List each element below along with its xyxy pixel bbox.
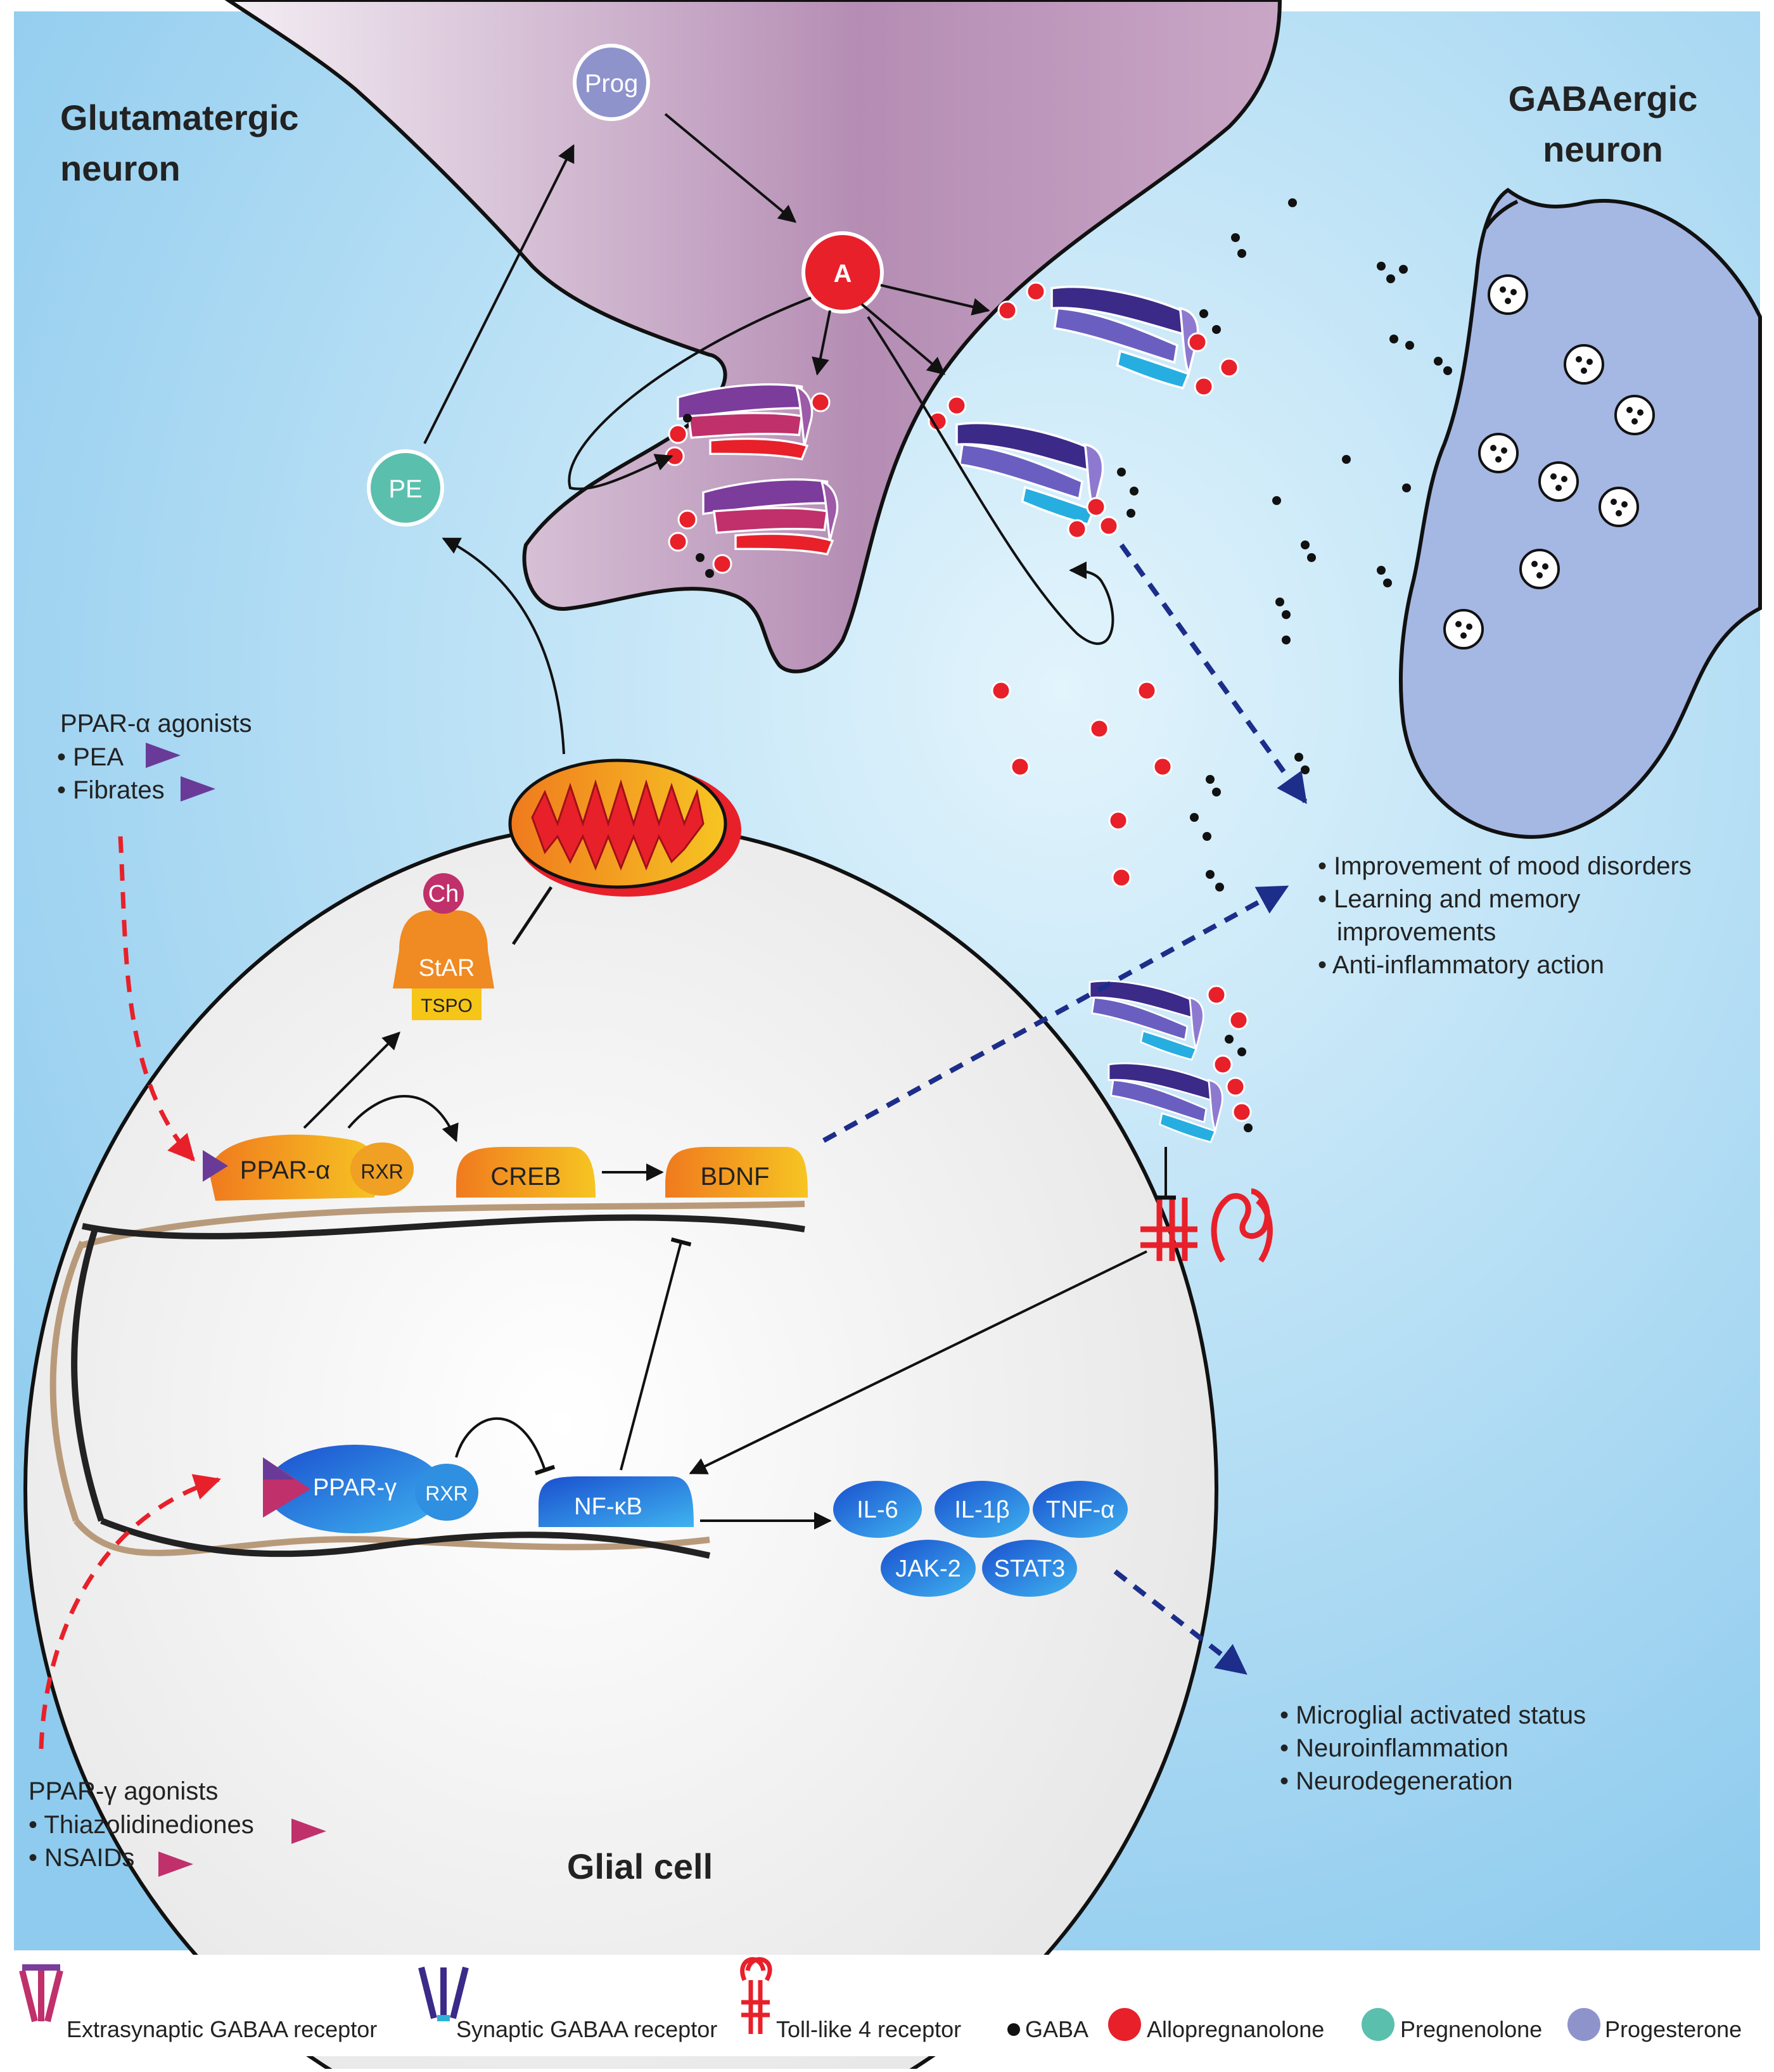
gabaergic-label-line2: neuron [1543,129,1663,169]
ppar-alpha-label: PPAR-α [240,1156,330,1184]
outcome-arrows [822,543,1308,1675]
pregnenolone-molecule [367,449,444,527]
jak2-label: JAK-2 [895,1556,960,1582]
glutamatergic-label-line1: Glutamatergic [60,98,299,137]
tlr4-receptor-icon [1140,1188,1273,1263]
pregnenolone-icon [1362,2008,1394,2041]
gabaergic-neuron-body [1398,188,1762,839]
ppar-alpha-agonist-1: • Fibrates [57,776,165,804]
ppar-alpha-agonist-0: • PEA [57,743,124,771]
positive-outcome-2: improvements [1337,918,1496,946]
ppar-gamma-agonists-title: PPAR-γ agonists [29,1777,218,1805]
creb-label: CREB [490,1163,561,1191]
allopregnanolone-dots [665,281,1252,1122]
star-label: StAR [419,955,475,982]
il1b-label: IL-1β [954,1497,1009,1523]
thiazolidinediones-agonist-icon [291,1819,326,1844]
ppar-alpha-complex [203,1134,414,1201]
positive-outcome-0: • Improvement of mood disorders [1318,852,1692,880]
prog-label: Prog [585,70,639,98]
agonist-arrows [39,836,222,1749]
ch-label: Ch [428,881,459,907]
tspo-label: TSPO [421,995,473,1016]
pe-label: PE [388,475,422,503]
tnfa-label: TNF-α [1046,1497,1115,1523]
legend-preg-label: Pregnenolone [1400,2016,1542,2042]
rxr-gamma-label: RXR [425,1482,468,1505]
gabaergic-label-line1: GABAergic [1509,79,1698,118]
allopregnanolone-icon [1108,2008,1141,2041]
pea-agonist-icon [146,743,181,768]
legend-extrasynaptic-label: Extrasynaptic GABAA receptor [67,2016,377,2042]
pathway-arrows [303,113,1176,1530]
negative-outcome-2: • Neurodegeneration [1280,1767,1513,1795]
mitochondrion-icon [508,758,741,897]
star-complex [393,873,494,1020]
legend-gaba-label: GABA [1025,2016,1088,2042]
creb-shape [456,1147,596,1198]
gaba-dot-icon [1007,2023,1020,2036]
legend: Extrasynaptic GABAA receptor Synaptic GA… [14,1955,1760,2056]
legend-prog-label: Progesterone [1605,2016,1742,2042]
ppar-gamma-complex [263,1445,478,1533]
positive-outcome-1: • Learning and memory [1318,885,1580,913]
progesterone-molecule [573,44,650,121]
ppar-gamma-label: PPAR-γ [313,1474,397,1501]
synaptic-receptor-icon [418,1966,469,2021]
glutamatergic-label-line2: neuron [60,148,181,188]
tlr4-icon [740,1957,772,2034]
progesterone-icon [1567,2008,1600,2041]
stat3-label: STAT3 [994,1556,1066,1582]
positive-outcome-3: • Anti-inflammatory action [1318,951,1604,979]
mito-link [511,886,553,945]
negative-outcome-1: • Neuroinflammation [1280,1734,1509,1762]
il6-label: IL-6 [857,1497,898,1523]
allo-label: A [834,260,852,288]
ppar-alpha-agonists-title: PPAR-α agonists [60,710,252,738]
cytokine-cluster [833,1481,1128,1597]
negative-outcome-0: • Microglial activated status [1280,1701,1586,1729]
extrasynaptic-receptor-icon [19,1964,63,2023]
ppar-gamma-agonist-0: • Thiazolidinediones [29,1811,254,1839]
fibrates-agonist-icon [181,776,215,802]
dna-strand [49,1201,805,1559]
bdnf-label: BDNF [701,1163,770,1191]
nfkb-shape [539,1476,694,1527]
nsaids-agonist-icon [158,1851,193,1877]
bdnf-shape [665,1147,808,1198]
gaba-neuron-notch [1484,200,1519,229]
allopregnanolone-molecule [801,231,884,314]
glutamatergic-neuron-soma [224,0,1282,674]
nfkb-label: NF-κB [574,1493,642,1520]
rxr-alpha-label: RXR [361,1160,404,1183]
legend-synaptic-label: Synaptic GABAA receptor [456,2016,717,2042]
legend-tlr4-label: Toll-like 4 receptor [776,2016,961,2042]
gaba-dots [683,198,1452,1132]
legend-allo-label: Allopregnanolone [1147,2016,1324,2042]
glial-cell-label: Glial cell [567,1846,713,1886]
ppar-gamma-agonist-1: • NSAIDs [29,1844,134,1872]
